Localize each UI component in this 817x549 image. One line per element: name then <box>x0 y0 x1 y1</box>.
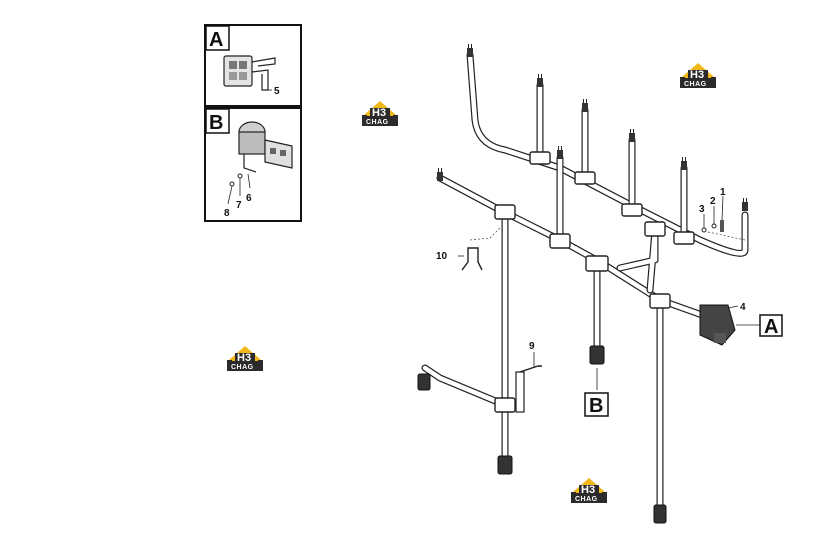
cross-links <box>556 154 659 294</box>
inset-b-motor-drawing <box>227 121 293 205</box>
svg-text:CHAG: CHAG <box>231 364 254 371</box>
lower-drops <box>501 211 664 512</box>
harness-assembly <box>417 43 760 524</box>
callout-5: 5 <box>274 86 280 97</box>
svg-text:H3: H3 <box>372 107 386 119</box>
upper-drops <box>536 81 688 242</box>
view-box-a: A <box>759 314 783 338</box>
callout-10: 10 <box>436 251 448 262</box>
svg-text:B: B <box>589 395 603 417</box>
lower-left-branch <box>421 364 509 409</box>
svg-text:CHAG: CHAG <box>684 81 707 88</box>
bracket-10 <box>458 227 501 271</box>
callout-7: 7 <box>236 200 242 211</box>
inset-panel-b: B 6 7 8 <box>204 107 302 222</box>
svg-text:H3: H3 <box>237 352 251 364</box>
watermark-logo: H3 CHAG <box>362 101 398 126</box>
watermark-logo: H3 CHAG <box>571 478 607 503</box>
watermark-logo: H3 CHAG <box>680 63 716 88</box>
inset-a-letter: A <box>209 29 223 51</box>
callout-1: 1 <box>720 187 726 198</box>
callout-9: 9 <box>529 341 535 352</box>
fasteners-1-2-3 <box>701 195 746 241</box>
watermark-logo: H3 CHAG <box>227 346 263 371</box>
svg-text:CHAG: CHAG <box>575 496 598 503</box>
upper-rail <box>466 51 749 257</box>
bottom-connectors <box>417 345 667 524</box>
callout-8: 8 <box>224 208 230 219</box>
callout-3: 3 <box>699 204 705 215</box>
view-box-b: B <box>584 392 609 417</box>
connector-4 <box>699 304 736 346</box>
callout-2: 2 <box>710 196 716 207</box>
callout-4: 4 <box>740 302 746 313</box>
svg-text:CHAG: CHAG <box>366 119 389 126</box>
middle-rail <box>436 174 734 329</box>
bracket-9 <box>515 352 542 413</box>
callout-6: 6 <box>246 193 252 204</box>
inset-a-module-drawing <box>223 55 276 91</box>
svg-text:H3: H3 <box>690 69 704 81</box>
svg-text:A: A <box>764 316 778 338</box>
svg-text:H3: H3 <box>581 484 595 496</box>
inset-panel-a: A 5 <box>204 24 302 107</box>
inset-b-letter: B <box>209 112 223 134</box>
tee-junctions <box>494 151 695 413</box>
